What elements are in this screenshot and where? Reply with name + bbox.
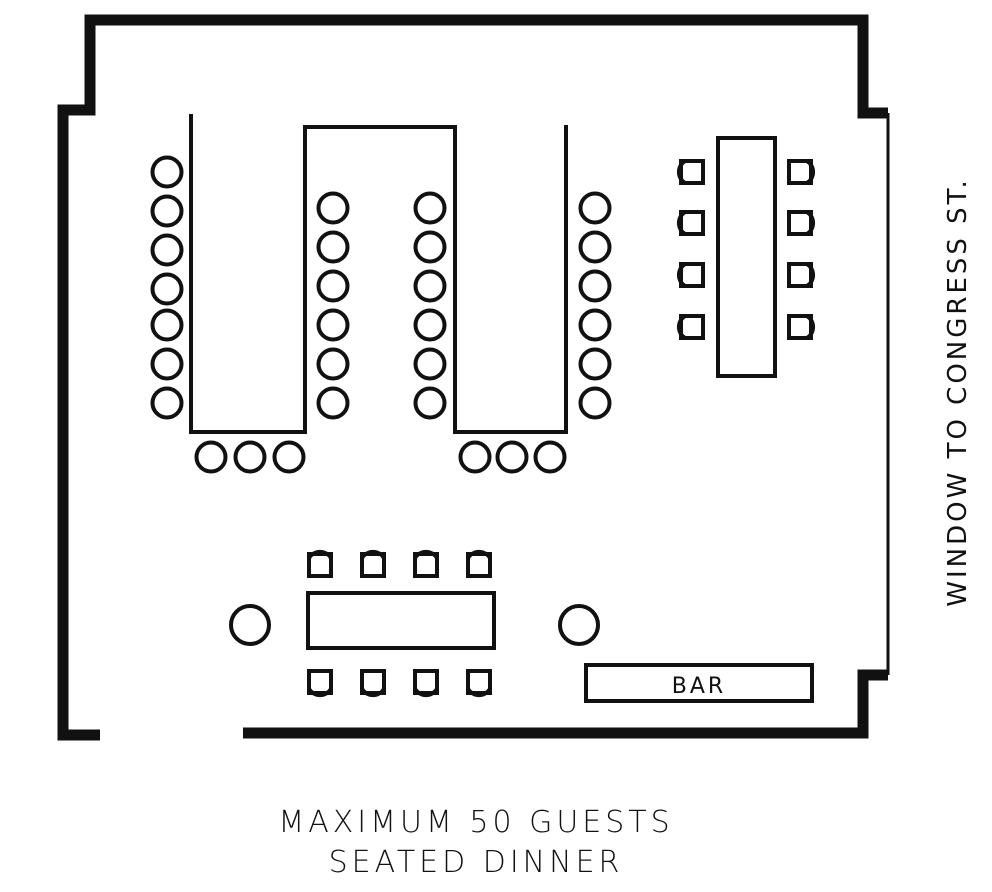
chair xyxy=(677,262,705,288)
head-table-right xyxy=(716,136,777,378)
round-seat xyxy=(150,233,184,267)
round-seat xyxy=(578,269,612,303)
bar-counter xyxy=(584,663,814,703)
round-seat xyxy=(578,386,612,420)
capacity-caption: MAXIMUM 50 GUESTS xyxy=(278,805,674,840)
round-seat xyxy=(194,440,228,474)
round-seat xyxy=(558,604,600,646)
room-walls xyxy=(57,14,888,741)
chair xyxy=(787,210,815,236)
chair xyxy=(677,314,705,340)
round-seat xyxy=(150,308,184,342)
serpentine-table xyxy=(189,114,568,434)
round-seat xyxy=(150,155,184,189)
round-seat xyxy=(578,191,612,225)
round-seat xyxy=(316,347,350,381)
wall-lower-right xyxy=(243,669,888,739)
round-seat xyxy=(316,191,350,225)
round-seat xyxy=(413,230,447,264)
chair xyxy=(307,669,333,697)
chair xyxy=(787,159,815,185)
round-seat xyxy=(233,440,267,474)
seating-style-caption: SEATED DINNER xyxy=(328,845,624,880)
round-seat xyxy=(495,440,529,474)
chair xyxy=(360,550,386,578)
chair xyxy=(787,262,815,288)
chair xyxy=(413,669,439,697)
round-seat xyxy=(316,269,350,303)
round-seat xyxy=(578,230,612,264)
seating xyxy=(150,155,815,697)
wall-main xyxy=(57,14,888,741)
chair xyxy=(466,669,492,697)
round-seat xyxy=(150,386,184,420)
chair xyxy=(677,210,705,236)
bar-label: BAR xyxy=(672,674,726,699)
round-seat xyxy=(413,386,447,420)
round-seat xyxy=(413,308,447,342)
round-seat xyxy=(458,440,492,474)
round-seat xyxy=(316,230,350,264)
window-label: WINDOW TO CONGRESS ST. xyxy=(943,177,973,606)
chair xyxy=(413,550,439,578)
round-seat xyxy=(578,308,612,342)
round-seat xyxy=(413,269,447,303)
round-seat xyxy=(578,347,612,381)
round-seat xyxy=(533,440,567,474)
chair xyxy=(360,669,386,697)
chair xyxy=(466,550,492,578)
round-seat xyxy=(150,347,184,381)
round-seat xyxy=(272,440,306,474)
round-seat xyxy=(229,604,271,646)
round-seat xyxy=(316,386,350,420)
round-seat xyxy=(150,194,184,228)
round-seat xyxy=(316,308,350,342)
round-seat xyxy=(150,272,184,306)
chair xyxy=(677,159,705,185)
dining-table-center xyxy=(306,591,496,650)
chair xyxy=(787,314,815,340)
round-seat xyxy=(413,347,447,381)
chair xyxy=(307,550,333,578)
round-seat xyxy=(413,191,447,225)
